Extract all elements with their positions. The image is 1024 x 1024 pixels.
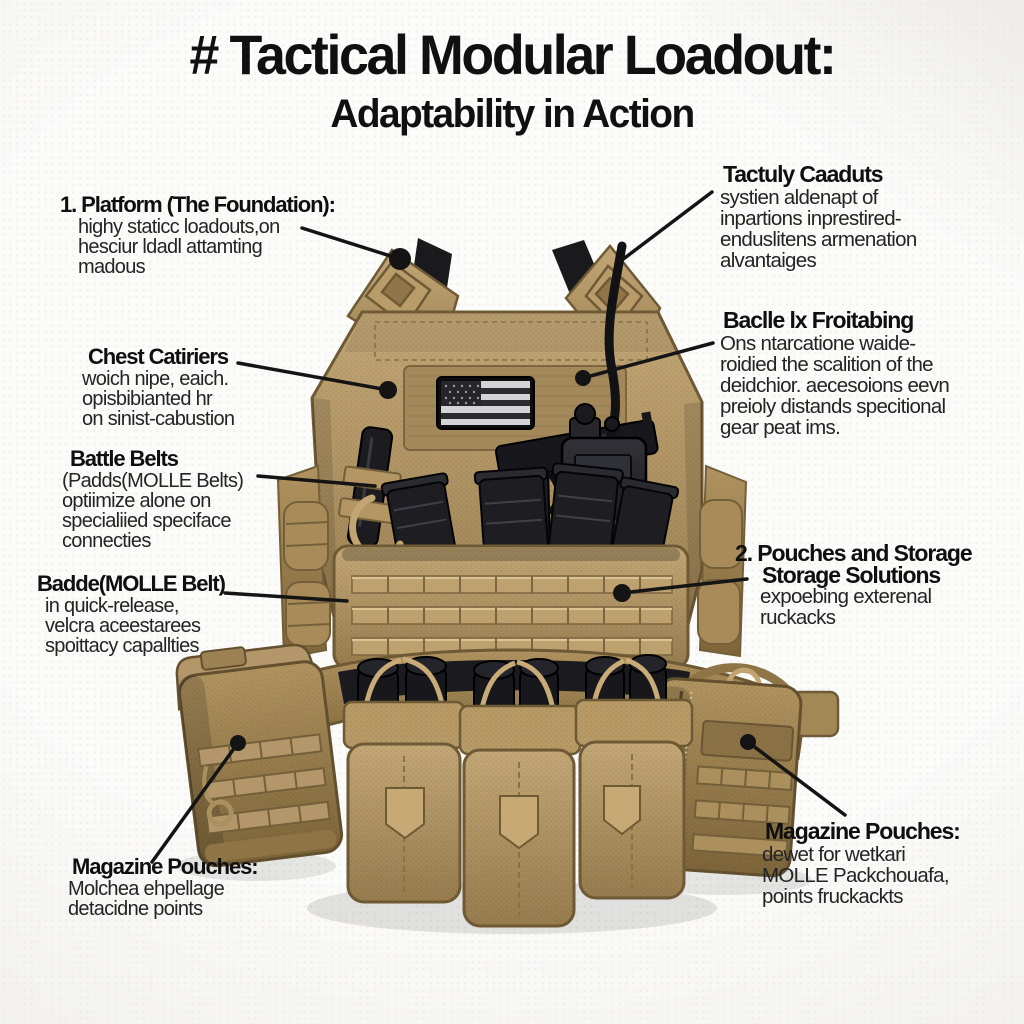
annotation-tactical-loadouts: Tactuly Caaduts systien aldenapt of inpa… xyxy=(720,161,917,272)
annotation-line: Ons ntarcatione waide- xyxy=(720,332,916,355)
page-title: # Tactical Modular Loadout: xyxy=(189,23,836,86)
utility-pouch-left xyxy=(175,643,344,868)
annotation-line: detacidne points xyxy=(68,898,203,920)
annotation-line: dewet for wetkari xyxy=(762,843,906,866)
annotation-heading: 2. Pouches and Storage xyxy=(735,540,973,566)
annotation-molle-belt: Badde(MOLLE Belt) in quick-release, velc… xyxy=(37,571,226,657)
annotation-line: MOLLE Packchouafa, xyxy=(762,864,950,887)
annotation-line: madous xyxy=(78,256,146,278)
molle-webbing-rows xyxy=(351,575,673,656)
annotation-heading: Badde(MOLLE Belt) xyxy=(37,571,226,596)
annotation-line: on sinist-cabustion xyxy=(82,408,235,430)
annotation-magazine-pouches-left: Magazine Pouches: Molchea ehpellage deta… xyxy=(68,854,259,920)
annotation-line: optiimize alone on xyxy=(62,490,211,512)
background-corner-shading xyxy=(684,0,1024,300)
annotation-line: in quick-release, xyxy=(45,595,179,617)
annotation-line: connecties xyxy=(62,530,151,552)
annotation-line: alvantaiges xyxy=(720,249,817,272)
annotation-line: ruckacks xyxy=(760,606,836,629)
annotation-heading: Tactuly Caaduts xyxy=(723,161,884,187)
annotation-line: highy staticc loadouts,on xyxy=(78,216,280,238)
annotation-magazine-pouches-right: Magazine Pouches: dewet for wetkari MOLL… xyxy=(762,818,961,908)
annotation-buckle-fronting: Baclle lx Froitabing Ons ntarcatione wai… xyxy=(720,307,950,439)
annotation-line: opisbibianted hr xyxy=(82,388,213,410)
annotation-line: systien aldenapt of xyxy=(720,186,878,209)
annotation-line: deidchior. aecesoions eevn xyxy=(720,374,950,397)
cummerbund-side-pouches xyxy=(276,464,748,660)
annotation-heading: Battle Belts xyxy=(70,446,179,471)
annotation-platform: 1. Platform (The Foundation): highy stat… xyxy=(60,192,336,278)
annotation-heading: Magazine Pouches: xyxy=(765,818,961,844)
annotation-pouches-storage: 2. Pouches and Storage Storage Solutions… xyxy=(735,540,973,629)
annotation-line: enduslitens armenation xyxy=(720,228,917,251)
annotation-line: points fruckackts xyxy=(762,885,903,908)
annotation-line: Molchea ehpellage xyxy=(68,878,225,900)
annotation-line: (Padds(MOLLE Belts) xyxy=(62,470,244,492)
page-subtitle: Adaptability in Action xyxy=(330,92,695,136)
annotation-line: expoebing exterenal xyxy=(760,585,932,608)
annotation-chest-carriers: Chest Catiriers woich nipe, eaich. opisb… xyxy=(82,344,235,430)
front-mag-pouches xyxy=(342,654,694,928)
annotation-heading: 1. Platform (The Foundation): xyxy=(60,192,336,217)
annotation-heading: Magazine Pouches: xyxy=(72,854,259,879)
annotation-heading: Baclle lx Froitabing xyxy=(723,307,914,333)
annotation-line: preioly distands specitional xyxy=(720,395,946,418)
drag-ring-icon xyxy=(206,799,234,827)
annotation-line: roidied the scalition of the xyxy=(720,353,934,376)
annotation-line: inpartions inprestired- xyxy=(720,207,902,230)
annotation-line: woich nipe, eaich. xyxy=(82,368,229,390)
kangaroo-pouch xyxy=(332,544,690,670)
annotation-line: spoittacy capallties xyxy=(45,635,200,657)
annotation-line: velcra aceestarees xyxy=(45,615,201,637)
annotation-battle-belts: Battle Belts (Padds(MOLLE Belts) optiimi… xyxy=(62,446,244,552)
annotation-line: gear peat ims. xyxy=(720,416,841,439)
us-flag-patch-icon xyxy=(436,376,535,430)
callout-lines xyxy=(150,190,847,864)
annotation-heading: Chest Catiriers xyxy=(88,344,229,369)
annotation-subheading: Storage Solutions xyxy=(762,562,941,588)
annotation-line: specialiied speciface xyxy=(62,510,231,532)
annotation-line: hesciur ldadl attamting xyxy=(78,236,263,258)
